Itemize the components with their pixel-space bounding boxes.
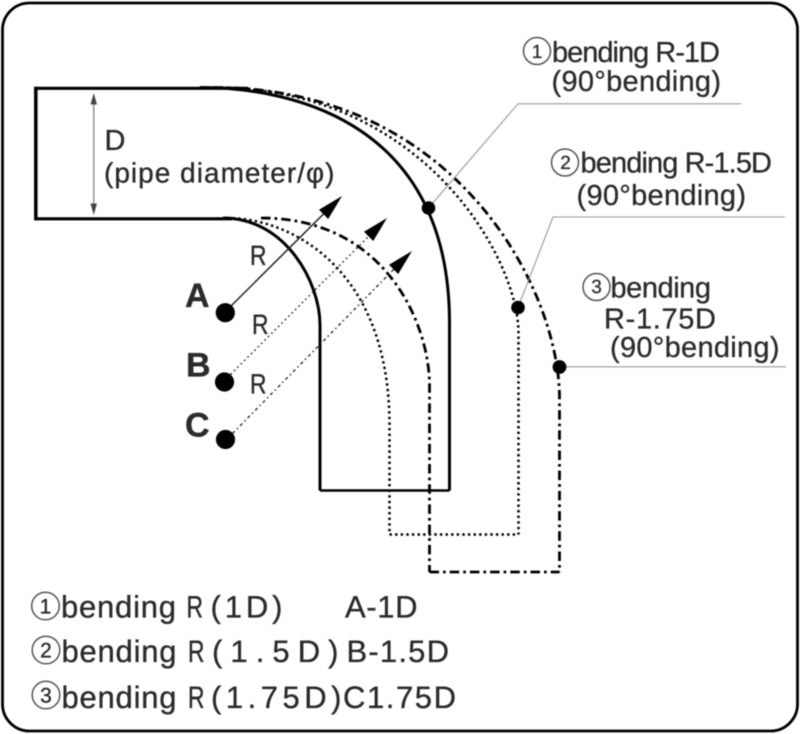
svg-text:3: 3 — [591, 277, 602, 298]
svg-text:(1.75D): (1.75D) — [211, 680, 342, 715]
svg-text:R: R — [250, 369, 267, 400]
svg-text:R: R — [250, 240, 267, 271]
svg-text:R-1.75D: R-1.75D — [604, 304, 716, 336]
svg-text:R: R — [188, 634, 205, 669]
svg-text:(pipe diameter/φ): (pipe diameter/φ) — [104, 158, 335, 189]
svg-text:R: R — [252, 309, 269, 340]
svg-text:2: 2 — [560, 153, 571, 174]
svg-text:bending: bending — [62, 680, 177, 715]
svg-text:C1.75D: C1.75D — [343, 680, 456, 715]
svg-text:B: B — [186, 347, 211, 385]
svg-text:3: 3 — [40, 685, 52, 708]
svg-text:bending: bending — [61, 590, 176, 625]
svg-text:(90°bending): (90°bending) — [577, 180, 747, 212]
svg-text:bending R-1.5D: bending R-1.5D — [581, 148, 773, 180]
svg-text:1: 1 — [532, 42, 543, 63]
svg-text:D: D — [105, 125, 126, 157]
svg-text:B-1.5D: B-1.5D — [347, 634, 450, 669]
svg-text:bending: bending — [611, 273, 712, 305]
svg-text:C: C — [185, 407, 210, 445]
svg-text:2: 2 — [40, 640, 52, 663]
svg-text:R: R — [188, 680, 205, 715]
svg-text:A: A — [185, 277, 210, 315]
svg-text:(90°bending): (90°bending) — [552, 66, 722, 98]
svg-text:R: R — [187, 590, 204, 625]
svg-text:1: 1 — [40, 596, 52, 619]
svg-text:bending: bending — [62, 634, 177, 669]
svg-text:(90°bending): (90°bending) — [610, 332, 780, 364]
svg-text:bending R-1D: bending R-1D — [552, 37, 720, 69]
svg-text:A-1D: A-1D — [345, 590, 418, 625]
svg-text:(1.5D): (1.5D) — [212, 634, 339, 669]
